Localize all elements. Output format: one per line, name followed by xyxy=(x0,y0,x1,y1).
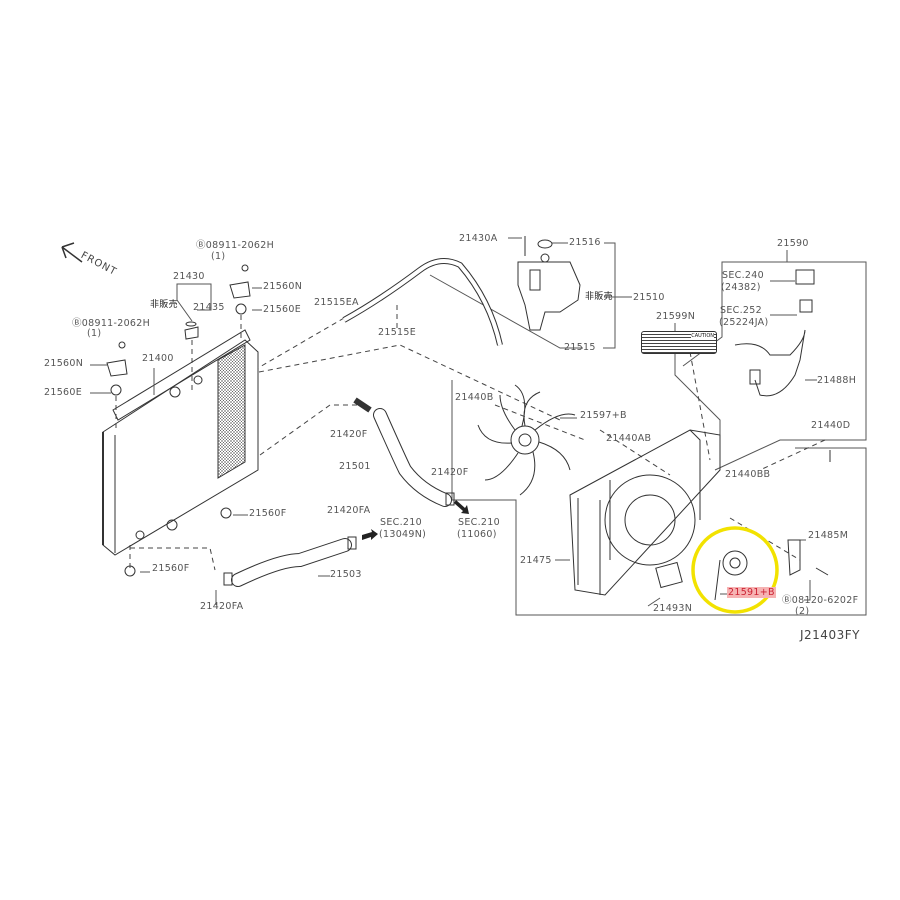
part-label[interactable]: 21599N xyxy=(656,311,696,322)
part-label[interactable]: 21560E xyxy=(44,387,83,398)
wiring-harness xyxy=(734,269,831,462)
part-label[interactable]: 21420FA xyxy=(200,601,244,612)
part-label[interactable]: 21560F xyxy=(249,508,287,519)
part-label[interactable]: 21440D xyxy=(811,420,851,431)
part-label[interactable]: 21440BB xyxy=(725,469,771,480)
part-label[interactable]: 21430A xyxy=(459,233,498,244)
hose-21501 xyxy=(353,397,452,507)
diagram-reference-code: J21403FY xyxy=(800,628,860,642)
section-ref[interactable]: SEC.210 xyxy=(458,517,500,528)
section-ref-code: (25224JA) xyxy=(719,317,769,328)
section-ref[interactable]: SEC.252 xyxy=(720,305,762,316)
part-label[interactable]: 21493N xyxy=(653,603,693,614)
part-label[interactable]: 21488H xyxy=(817,375,857,386)
part-label[interactable]: 21440B xyxy=(455,392,494,403)
part-label[interactable]: 21560E xyxy=(263,304,302,315)
part-label[interactable]: 21503 xyxy=(330,569,362,580)
part-label[interactable]: 21560N xyxy=(263,281,303,292)
not-sold-label: 非販売 xyxy=(150,300,178,310)
part-label[interactable]: 21440AB xyxy=(606,433,652,444)
part-label[interactable]: 21501 xyxy=(339,461,371,472)
dashed-guides xyxy=(115,305,826,571)
section-ref[interactable]: SEC.210 xyxy=(380,517,422,528)
highlight-circle xyxy=(691,526,779,614)
part-label[interactable]: 21475 xyxy=(520,555,552,566)
part-qty: (1) xyxy=(87,328,102,339)
part-label[interactable]: 21485M xyxy=(808,530,849,541)
part-label[interactable]: Ⓑ08120-6202F xyxy=(782,595,859,606)
part-label[interactable]: 21400 xyxy=(142,353,174,364)
part-label[interactable]: 21515EA xyxy=(314,297,359,308)
part-label[interactable]: 21597+B xyxy=(580,410,627,421)
caution-label-21599n: CAUTION xyxy=(641,331,717,354)
part-label[interactable]: 21420F xyxy=(431,467,469,478)
part-label[interactable]: 21435 xyxy=(193,302,225,313)
section-ref-code: (24382) xyxy=(721,282,761,293)
part-label[interactable]: 21560N xyxy=(44,358,84,369)
part-label[interactable]: 21590 xyxy=(777,238,809,249)
part-label[interactable]: 21430 xyxy=(173,271,205,282)
part-label[interactable]: 21515E xyxy=(378,327,417,338)
part-label[interactable]: Ⓑ08911-2062H xyxy=(196,240,275,251)
fan-shroud xyxy=(569,429,721,596)
mount-brackets xyxy=(106,264,251,577)
upper-hose xyxy=(342,258,503,346)
part-label[interactable]: Ⓑ08911-2062H xyxy=(72,318,151,329)
part-label[interactable]: 21516 xyxy=(569,237,601,248)
section-ref-code: (13049N) xyxy=(379,529,427,540)
part-qty: (2) xyxy=(795,606,810,617)
fan-motor xyxy=(714,539,829,601)
part-label[interactable]: 21515 xyxy=(564,342,596,353)
part-label[interactable]: 21510 xyxy=(633,292,665,303)
part-label[interactable]: 21420F xyxy=(330,429,368,440)
section-ref-code: (11060) xyxy=(457,529,497,540)
part-label[interactable]: 21560F xyxy=(152,563,190,574)
not-sold-label: 非販売 xyxy=(585,292,613,302)
section-ref[interactable]: SEC.240 xyxy=(722,270,764,281)
part-label-highlighted[interactable]: 21591+B xyxy=(727,587,776,598)
front-arrow-icon xyxy=(61,242,83,263)
radiator xyxy=(102,329,259,556)
sec-arrows xyxy=(362,500,469,540)
part-label[interactable]: 21420FA xyxy=(327,505,371,516)
part-qty: (1) xyxy=(211,251,226,262)
cooling-fan xyxy=(477,384,576,496)
hose-21503 xyxy=(223,492,455,587)
reservoir-tank xyxy=(517,236,581,331)
